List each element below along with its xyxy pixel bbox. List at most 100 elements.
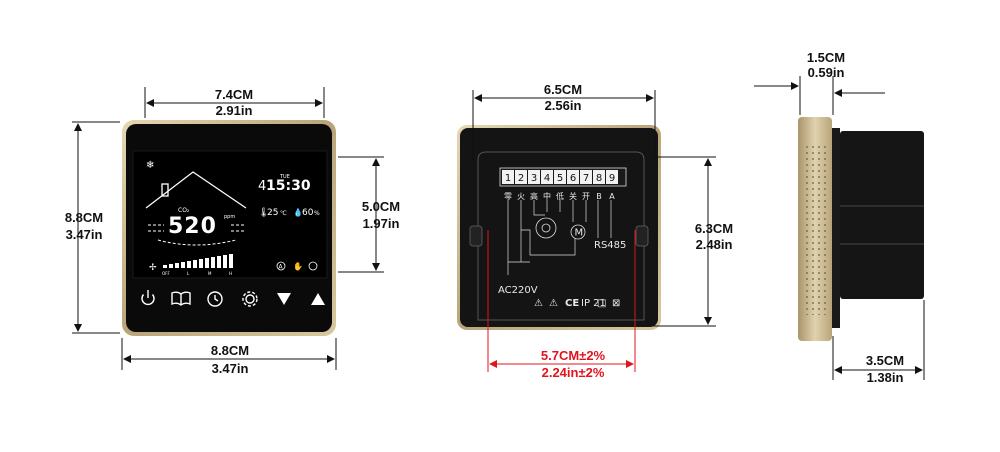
certification-marks: ⚠ ⚠ CE IP 21 □ ⊠ [534, 298, 620, 309]
back-housing-outline [477, 151, 645, 321]
weee-icon: ⊠ [612, 298, 620, 309]
double-insulation-icon: □ [597, 298, 606, 309]
fan-icon: ✢ [149, 263, 157, 273]
terminal-cell [606, 170, 618, 184]
fan-label-low: L [187, 271, 190, 276]
house-icon [145, 171, 247, 209]
bottom-width-label-in: 3.47in [212, 361, 249, 376]
timer-icon [308, 261, 318, 271]
ce-mark: CE [565, 298, 579, 309]
terminal-cell [502, 170, 514, 184]
side-depth-bottom-label: 3.5CM [866, 353, 904, 368]
warning-icon: ⚠ [534, 298, 543, 309]
day-label: TUE [279, 174, 290, 180]
auto-mode-letter: A [279, 264, 284, 271]
vent-holes [803, 145, 827, 315]
ac220v-label: AC220V [498, 285, 538, 296]
terminal-cell [554, 170, 566, 184]
terminal-name: 低 [556, 191, 564, 201]
motor-icon [570, 224, 586, 240]
bottom-width-label: 8.8CM [211, 343, 249, 358]
terminal-name: B [596, 192, 602, 201]
terminal-name: 中 [543, 191, 551, 201]
front-width-label: 7.4CM [215, 87, 253, 102]
screen-height-label: 5.0CM [362, 199, 400, 214]
terminal-number: 8 [596, 173, 602, 184]
fan-label-high: H [229, 271, 232, 276]
back-plate [460, 128, 658, 327]
snowflake-icon: ❄ [146, 160, 154, 171]
front-height-label: 8.8CM [65, 210, 103, 225]
terminal-cell [515, 170, 527, 184]
warning-icon-2: ⚠ [549, 298, 558, 309]
ip-rating: IP 21 [581, 298, 606, 309]
terminal-number: 7 [583, 173, 589, 184]
mount-tab-right [635, 225, 649, 247]
front-view: ❄ CO₂ 520 ppm TUE 4 15:30 🌡 25 ℃ 💧 60 % … [65, 87, 400, 376]
screen-height-label-in: 1.97in [363, 216, 400, 231]
down-button[interactable] [277, 293, 291, 305]
rs485-label: RS485 [594, 240, 626, 251]
terminal-number: 4 [544, 173, 550, 184]
side-view: 1.5CM 0.59in 3.5CM 1.38in [754, 50, 925, 385]
front-width-label-in: 2.91in [216, 103, 253, 118]
back-height-label-in: 2.48in [696, 237, 733, 252]
terminal-cell [567, 170, 579, 184]
terminal-number: 9 [609, 173, 615, 184]
auto-mode-icon [276, 261, 286, 271]
side-body [840, 131, 924, 299]
terminal-cell [528, 170, 540, 184]
terminal-number: 3 [531, 173, 537, 184]
side-depth-bottom-label-in: 1.38in [867, 370, 904, 385]
terminal-number: 6 [570, 173, 576, 184]
terminal-number: 5 [557, 173, 563, 184]
power-button[interactable] [141, 290, 155, 306]
front-buttons [141, 290, 258, 307]
book-button[interactable] [171, 291, 191, 306]
terminal-cell [593, 170, 605, 184]
temperature-unit: ℃ [280, 210, 287, 217]
hand-icon: ✋ [293, 261, 303, 271]
side-depth-top-label-in: 0.59in [808, 65, 845, 80]
terminal-name: 零 [504, 192, 512, 201]
gear-button[interactable] [242, 291, 258, 307]
time-hour: 4 [258, 179, 266, 194]
humidity-value: 60 [302, 208, 314, 218]
motor-label: M [575, 228, 584, 239]
back-width-label: 6.5CM [544, 82, 582, 97]
terminal-number: 1 [505, 173, 511, 184]
thermometer-icon: 🌡 [258, 207, 269, 218]
hole-width-label: 5.7CM±2% [541, 348, 606, 363]
fan-motor-hub [541, 223, 551, 233]
back-width-label-in: 2.56in [545, 98, 582, 113]
fan-label-mid: M [208, 271, 212, 276]
co2-label: CO₂ [178, 207, 190, 214]
droplet-icon: 💧 [293, 207, 303, 217]
hole-width-label-in: 2.24in±2% [542, 365, 605, 380]
clock-button[interactable] [207, 291, 223, 307]
humidity-unit: % [314, 210, 320, 217]
co2-unit: ppm [224, 214, 235, 220]
terminal-cell [541, 170, 553, 184]
fan-motor-symbol [535, 217, 557, 239]
terminal-number: 2 [518, 173, 524, 184]
terminal-name: 关 [569, 191, 577, 201]
terminal-name: 高 [530, 191, 538, 201]
terminal-name: 开 [582, 192, 590, 201]
wiring-diagram [507, 200, 612, 275]
airflow-arrows-icon [148, 224, 245, 246]
mount-tab-left [469, 225, 483, 247]
co2-value: 520 [168, 214, 217, 239]
up-button[interactable] [311, 293, 325, 305]
side-plate [832, 128, 840, 328]
fan-speed-bar [163, 254, 233, 268]
temperature-value: 25 [267, 208, 278, 218]
terminal-name: 火 [517, 192, 525, 201]
back-height-label: 6.3CM [695, 221, 733, 236]
fan-label-off: OFF [162, 271, 170, 276]
terminal-name: A [609, 192, 615, 201]
terminal-cell [580, 170, 592, 184]
